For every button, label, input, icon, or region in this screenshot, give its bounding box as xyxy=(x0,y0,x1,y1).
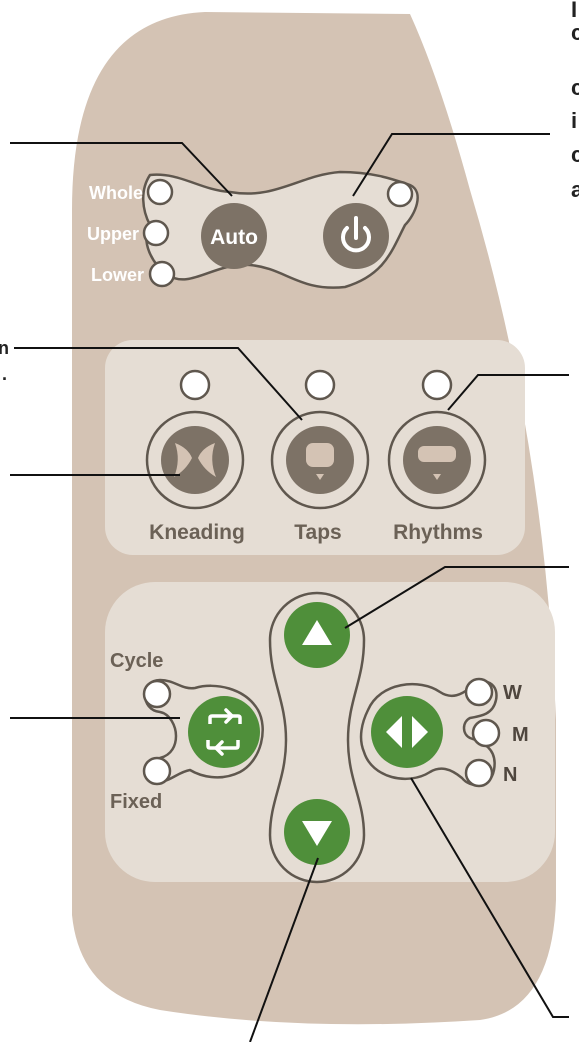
edge-fragment-left-dot: . xyxy=(2,364,7,384)
up-button[interactable] xyxy=(284,602,350,668)
width-label-w: W xyxy=(503,682,522,704)
auto-button-label: Auto xyxy=(210,226,258,249)
edge-fragment-right-4: c xyxy=(571,142,579,167)
rhythms-label: Rhythms xyxy=(393,521,483,544)
rhythms-button[interactable]: Rhythms xyxy=(387,369,487,544)
leader-rhythms xyxy=(447,374,569,411)
width-button[interactable] xyxy=(371,696,443,768)
left-right-arrows-icon xyxy=(386,716,428,748)
power-icon xyxy=(341,216,371,253)
leader-power xyxy=(352,133,550,197)
led-taps xyxy=(304,369,336,401)
led-fixed xyxy=(142,756,172,786)
kneading-hands-icon xyxy=(174,443,216,477)
mode-label-lower: Lower xyxy=(91,265,144,285)
down-button[interactable] xyxy=(284,799,350,865)
led-rhythms xyxy=(421,369,453,401)
cycle-button[interactable] xyxy=(188,696,260,768)
led-w xyxy=(464,677,494,707)
leader-up xyxy=(344,566,569,629)
fist-tap-icon xyxy=(306,443,334,480)
leader-lines xyxy=(10,133,569,1042)
power-button[interactable] xyxy=(323,203,389,269)
kneading-label: Kneading xyxy=(149,521,245,544)
leader-taps xyxy=(14,347,303,421)
width-label-m: M xyxy=(512,724,529,746)
width-label-n: N xyxy=(503,764,517,786)
led-lower xyxy=(148,260,176,288)
leader-width xyxy=(410,777,569,1018)
mode-label-upper: Upper xyxy=(87,224,139,244)
led-n xyxy=(464,758,494,788)
cycle-arrows-icon xyxy=(206,708,242,756)
up-arrow-icon xyxy=(302,620,332,645)
taps-button[interactable]: Taps xyxy=(270,369,370,544)
edge-fragment-left-top: n xyxy=(0,338,9,358)
cycle-label: Cycle xyxy=(110,650,163,672)
edge-fragment-right-1: c xyxy=(571,20,579,45)
leader-down xyxy=(249,857,319,1042)
led-kneading xyxy=(179,369,211,401)
mode-label-whole: Whole xyxy=(89,183,143,203)
led-upper xyxy=(142,219,170,247)
led-m xyxy=(471,718,501,748)
taps-label: Taps xyxy=(294,521,341,544)
kneading-button[interactable]: Kneading xyxy=(145,369,245,544)
led-cycle xyxy=(142,679,172,709)
fixed-label: Fixed xyxy=(110,791,162,813)
auto-button[interactable]: Auto xyxy=(201,203,267,269)
edge-fragment-right-2: c xyxy=(571,75,579,100)
down-arrow-icon xyxy=(302,821,332,846)
led-whole xyxy=(146,178,174,206)
flat-hand-icon xyxy=(418,446,456,480)
edge-fragment-right-3: i xyxy=(571,108,577,133)
edge-fragment-right-5: a xyxy=(571,177,579,202)
leader-auto xyxy=(10,142,233,197)
led-power xyxy=(386,180,414,208)
edge-fragment-right-0: I xyxy=(571,0,577,22)
